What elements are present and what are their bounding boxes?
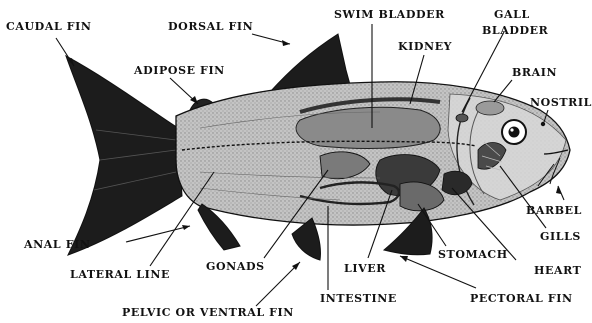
label-barbel: BARBEL bbox=[526, 204, 582, 217]
brain-shape bbox=[476, 101, 504, 115]
label-heart: HEART bbox=[534, 264, 582, 277]
gall-bladder-shape bbox=[456, 114, 468, 122]
label-stomach: STOMACH bbox=[438, 248, 508, 261]
label-pelvic-fin: PELVIC OR VENTRAL FIN bbox=[122, 306, 294, 319]
label-swim-bladder: SWIM BLADDER bbox=[334, 8, 445, 21]
caudal-fin-shape bbox=[66, 56, 182, 255]
label-adipose-fin: ADIPOSE FIN bbox=[133, 64, 225, 77]
label-gall-bladder-line1: GALL bbox=[494, 8, 530, 21]
label-gills: GILLS bbox=[540, 230, 581, 243]
label-caudal-fin: CAUDAL FIN bbox=[6, 20, 92, 33]
label-lateral-line: LATERAL LINE bbox=[70, 268, 170, 281]
label-dorsal-fin: DORSAL FIN bbox=[168, 20, 253, 33]
label-intestine: INTESTINE bbox=[320, 292, 397, 305]
label-gall-bladder-line2: BLADDER bbox=[482, 24, 549, 37]
label-liver: LIVER bbox=[344, 262, 386, 275]
label-brain: BRAIN bbox=[512, 66, 557, 79]
label-kidney: KIDNEY bbox=[398, 40, 452, 53]
label-pectoral-fin: PECTORAL FIN bbox=[470, 292, 573, 305]
nostril-shape bbox=[541, 122, 545, 126]
label-gonads: GONADS bbox=[206, 260, 265, 273]
label-nostril: NOSTRIL bbox=[530, 96, 592, 109]
label-anal-fin: ANAL FIN bbox=[23, 238, 91, 251]
